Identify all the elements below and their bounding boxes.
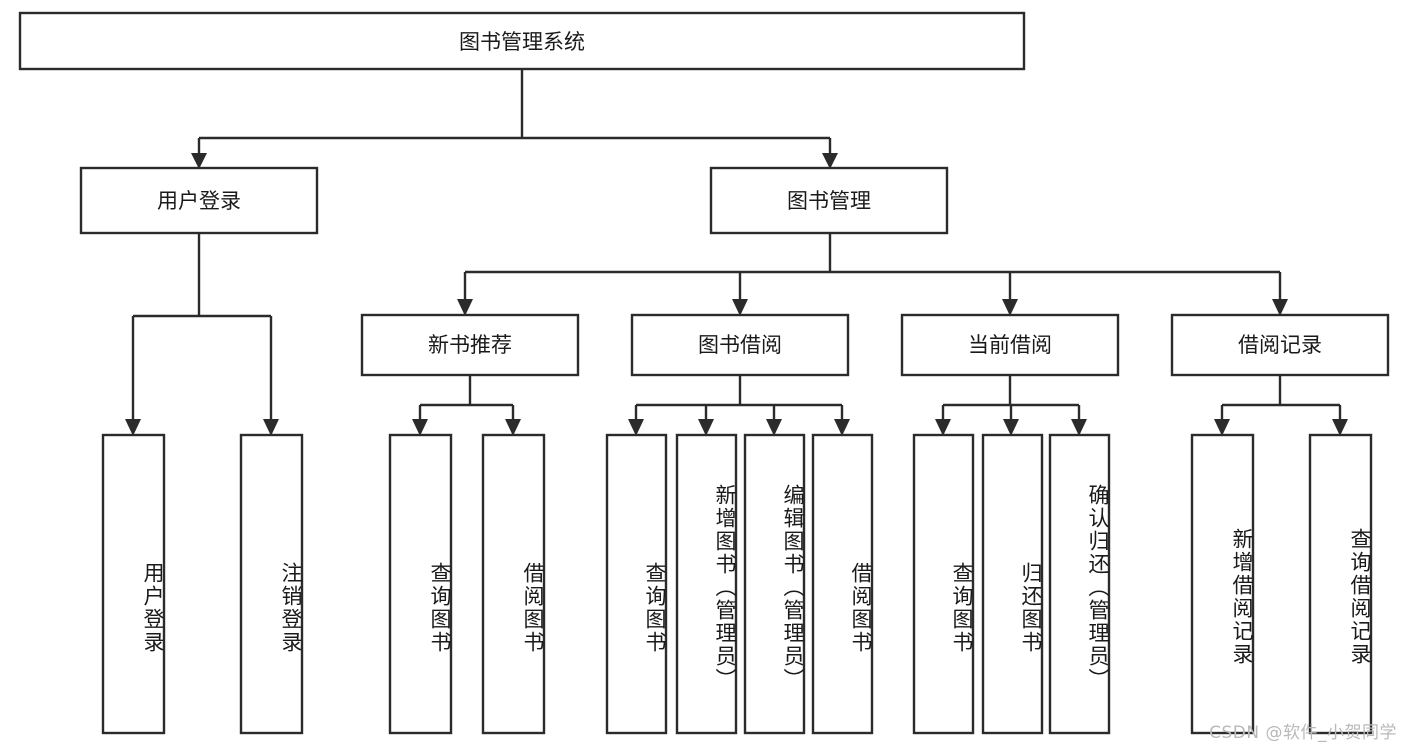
node-book-borrow[interactable]: 图书借阅 [630, 313, 850, 377]
node-user-login[interactable]: 用户登录 [79, 166, 319, 235]
arrowhead-new-book-recommend [457, 299, 473, 316]
book-borrow-box[interactable] [630, 313, 850, 377]
new-book-recommend-box[interactable] [360, 313, 580, 377]
arrowhead-leaf-query-book-3 [935, 419, 951, 436]
arrowhead-book-borrow [732, 299, 748, 316]
book-manage-label: 图书管理 [787, 189, 871, 213]
borrow-record-label: 借阅记录 [1238, 333, 1322, 357]
node-new-book-recommend[interactable]: 新书推荐 [360, 313, 580, 377]
node-current-borrow[interactable]: 当前借阅 [900, 313, 1120, 377]
leaf-confirm-return-box[interactable] [1048, 433, 1111, 735]
arrowhead-leaf-edit-book [766, 419, 782, 436]
arrowhead-leaf-query-book-1 [412, 419, 428, 436]
arrowhead-leaf-return-book [1003, 419, 1019, 436]
current-borrow-box[interactable] [900, 313, 1120, 377]
borrow-record-box[interactable] [1170, 313, 1390, 377]
arrowhead-leaf-borrow-book-1 [505, 419, 521, 436]
new-book-recommend-label: 新书推荐 [428, 333, 512, 357]
leaf-nodes-group [101, 433, 1373, 735]
connectors-group [125, 69, 1348, 436]
arrowhead-borrow-record [1272, 299, 1288, 316]
leaf-query-book-1-box[interactable] [388, 433, 453, 735]
arrowhead-leaf-confirm-return [1071, 419, 1087, 436]
arrowhead-leaf-logout-login [263, 419, 279, 436]
arrowhead-leaf-query-borrow-record [1332, 419, 1348, 436]
user-login-label: 用户登录 [157, 189, 241, 213]
arrowhead-book-manage [822, 153, 838, 169]
watermark-text: CSDN @软件_小贺同学 [1209, 723, 1397, 743]
leaf-query-book-3-box[interactable] [912, 433, 975, 735]
current-borrow-label: 当前借阅 [968, 333, 1052, 357]
leaf-query-borrow-record-box[interactable] [1308, 433, 1373, 735]
arrowhead-leaf-add-book [698, 419, 714, 436]
leaf-edit-book-box[interactable] [743, 433, 806, 735]
arrowhead-user-login [191, 153, 207, 169]
book-borrow-label: 图书借阅 [698, 333, 782, 357]
root-label: 图书管理系统 [459, 30, 585, 54]
leaf-query-book-2-box[interactable] [605, 433, 668, 735]
arrowhead-leaf-query-book-2 [628, 419, 644, 436]
leaf-add-book-box[interactable] [675, 433, 738, 735]
arrowhead-leaf-add-borrow-record [1214, 419, 1230, 436]
root-box[interactable] [18, 11, 1026, 71]
node-borrow-record[interactable]: 借阅记录 [1170, 313, 1390, 377]
leaf-user-login-box[interactable] [101, 433, 166, 735]
leaf-logout-login-box[interactable] [239, 433, 304, 735]
leaf-borrow-book-1-box[interactable] [481, 433, 546, 735]
arrowhead-leaf-borrow-book-2 [834, 419, 850, 436]
leaf-add-borrow-record-box[interactable] [1190, 433, 1255, 735]
user-login-box[interactable] [79, 166, 319, 235]
arrowhead-current-borrow [1002, 299, 1018, 316]
book-manage-box[interactable] [709, 166, 949, 235]
leaf-borrow-book-2-box[interactable] [811, 433, 874, 735]
arrowhead-leaf-user-login [125, 419, 141, 436]
leaf-return-book-box[interactable] [981, 433, 1044, 735]
node-book-manage[interactable]: 图书管理 [709, 166, 949, 235]
node-root[interactable]: 图书管理系统 [18, 11, 1026, 71]
